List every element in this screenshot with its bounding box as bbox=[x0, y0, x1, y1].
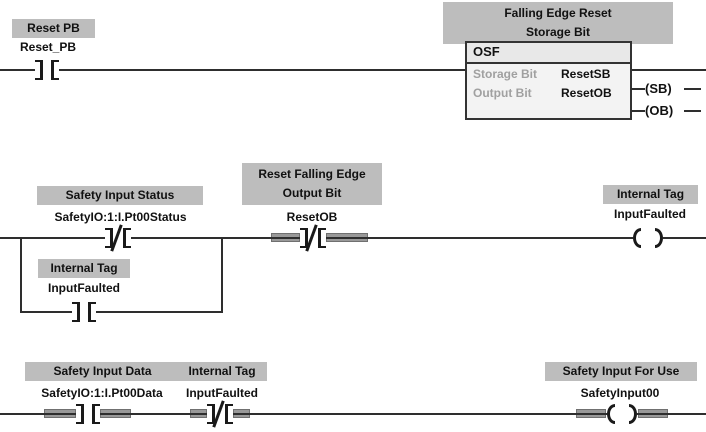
rung2-input2-description[interactable]: Reset Falling Edge Output Bit bbox=[242, 163, 382, 205]
contact-bracket-right-icon bbox=[51, 60, 59, 80]
rung3-xio-contact-faulted[interactable] bbox=[207, 400, 233, 428]
rung2-output-coil[interactable] bbox=[633, 228, 663, 248]
rung2-branch-tag[interactable]: InputFaulted bbox=[48, 281, 120, 295]
sb-pin-wire-right bbox=[684, 88, 701, 90]
rung3-wire bbox=[0, 413, 706, 415]
osf-param-value[interactable]: ResetSB bbox=[561, 66, 611, 81]
contact-bracket-left-icon bbox=[76, 404, 84, 424]
osf-instruction-block[interactable]: OSF Storage Bit ResetSB Output Bit Reset… bbox=[465, 41, 632, 120]
contact-bracket-right-icon bbox=[92, 404, 100, 424]
sb-output-pin: (SB) bbox=[645, 81, 672, 96]
rung2-output-description[interactable]: Internal Tag bbox=[603, 185, 698, 204]
contact-bracket-right-icon bbox=[88, 302, 96, 322]
rung3-xic-contact-data[interactable] bbox=[76, 404, 100, 424]
rung1-block-description[interactable]: Falling Edge Reset Storage Bit bbox=[443, 2, 673, 44]
contact-bracket-right-icon bbox=[318, 228, 326, 248]
rung1-xic-contact[interactable] bbox=[35, 60, 59, 80]
rung2-branch-right-rail bbox=[221, 237, 223, 313]
contact-bracket-left-icon bbox=[72, 302, 80, 322]
rung3-output-tag[interactable]: SafetyInput00 bbox=[580, 386, 660, 400]
description-line1: Reset Falling Edge bbox=[258, 167, 366, 181]
rung2-input1-tag[interactable]: SafetyIO:1:I.Pt00Status bbox=[54, 210, 187, 224]
rung2-xio-contact-status[interactable] bbox=[105, 224, 131, 252]
osf-param-label: Storage Bit bbox=[473, 66, 538, 81]
osf-output-bit-row[interactable]: Output Bit ResetOB bbox=[467, 83, 630, 102]
osf-block-title: OSF bbox=[467, 43, 630, 64]
contact-bracket-right-icon bbox=[225, 404, 233, 424]
rung2-branch-description[interactable]: Internal Tag bbox=[38, 259, 130, 278]
ob-pin-wire-right bbox=[684, 110, 701, 112]
ob-output-pin: (OB) bbox=[645, 103, 674, 118]
coil-paren-right-icon bbox=[629, 404, 637, 424]
rung3-input1-description[interactable]: Safety Input Data bbox=[25, 362, 180, 381]
rung2-wire bbox=[0, 237, 706, 239]
description-line2: Output Bit bbox=[282, 186, 342, 200]
rung1-contact-description[interactable]: Reset PB bbox=[12, 19, 95, 38]
contact-bracket-left-icon bbox=[300, 228, 308, 248]
rung2-xio-contact-resetob[interactable] bbox=[300, 224, 326, 252]
rung1-contact-tag[interactable]: Reset_PB bbox=[19, 40, 77, 54]
rung2-input1-description[interactable]: Safety Input Status bbox=[37, 186, 203, 205]
rung2-branch-wire bbox=[20, 311, 223, 313]
rung3-input1-tag[interactable]: SafetyIO:1:I.Pt00Data bbox=[41, 386, 163, 400]
coil-paren-left-icon bbox=[633, 228, 641, 248]
rung3-output-coil[interactable] bbox=[607, 404, 637, 424]
block-description-line1: Falling Edge Reset bbox=[504, 6, 612, 20]
osf-param-label: Output Bit bbox=[473, 85, 532, 100]
ob-pin-wire-left bbox=[631, 110, 645, 112]
rung2-output-tag[interactable]: InputFaulted bbox=[614, 207, 686, 221]
rung3-output-description[interactable]: Safety Input For Use bbox=[545, 362, 697, 381]
sb-pin-wire-left bbox=[631, 88, 645, 90]
contact-bracket-left-icon bbox=[35, 60, 43, 80]
rung3-input2-tag[interactable]: InputFaulted bbox=[186, 386, 258, 400]
rung3-input2-description[interactable]: Internal Tag bbox=[177, 362, 267, 381]
osf-param-value[interactable]: ResetOB bbox=[561, 85, 612, 100]
block-description-line2: Storage Bit bbox=[525, 25, 590, 39]
rung2-branch-left-rail bbox=[20, 237, 22, 313]
rung1-wire-left bbox=[0, 69, 466, 71]
contact-bracket-left-icon bbox=[207, 404, 215, 424]
coil-paren-left-icon bbox=[607, 404, 615, 424]
osf-storage-bit-row[interactable]: Storage Bit ResetSB bbox=[467, 64, 630, 83]
rung2-input2-tag[interactable]: ResetOB bbox=[286, 210, 338, 224]
rung1-wire-right bbox=[631, 69, 706, 71]
rung2-xic-contact-branch[interactable] bbox=[72, 302, 96, 322]
contact-bracket-right-icon bbox=[123, 228, 131, 248]
coil-paren-right-icon bbox=[655, 228, 663, 248]
contact-bracket-left-icon bbox=[105, 228, 113, 248]
